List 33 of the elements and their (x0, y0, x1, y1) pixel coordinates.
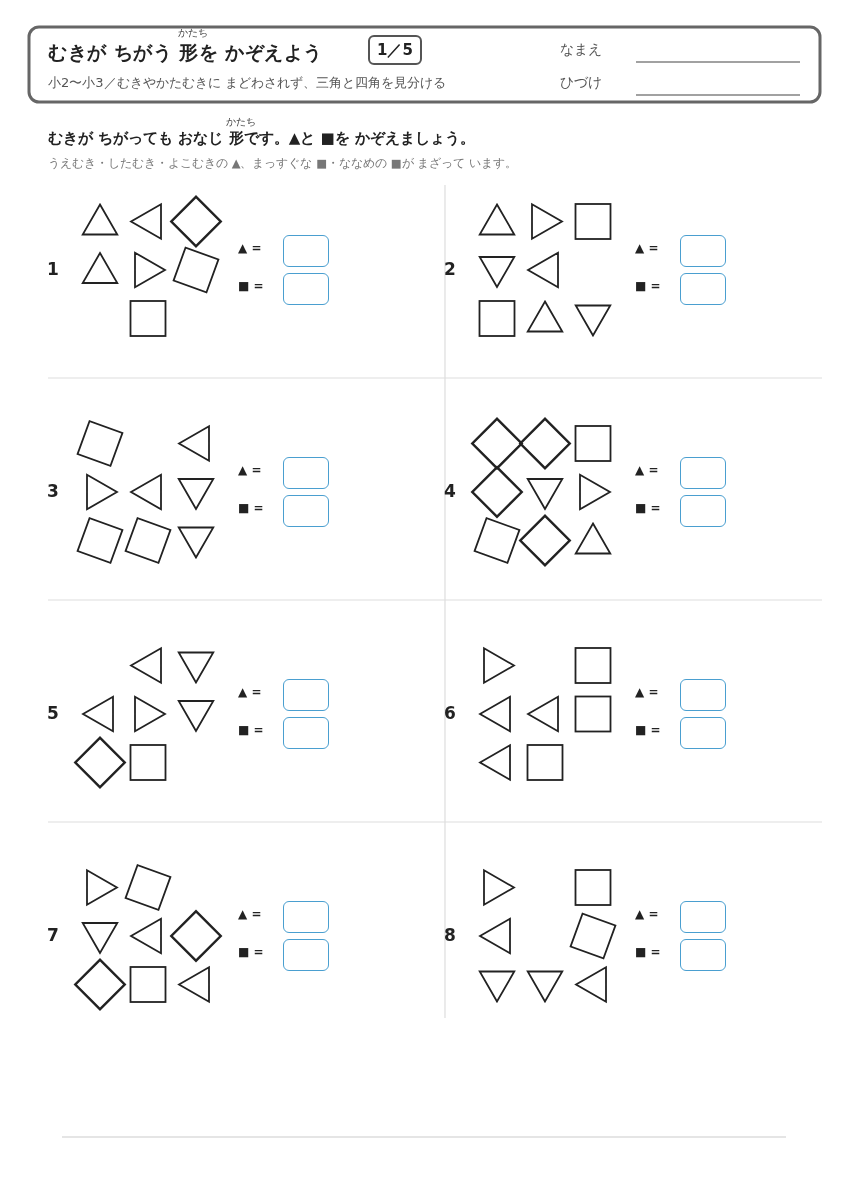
triangle-count-label: ▲ = (238, 463, 262, 477)
name-label: なまえ (560, 41, 602, 59)
problem-number: 6 (444, 703, 456, 723)
triangle-count-label: ▲ = (635, 241, 659, 255)
instruction-text: むきが ちがっても おなじ 形です。▲と ■を かぞえましょう。 (48, 129, 475, 148)
date-label: ひづけ (560, 74, 602, 92)
subtitle: 小2〜小3／むきやかたむきに まどわされず、三角と四角を見分ける (48, 74, 446, 92)
furigana: かたち (178, 26, 208, 40)
square-count-label: ■ = (635, 279, 661, 293)
problem-number: 2 (444, 259, 456, 279)
problem-number: 7 (47, 925, 59, 945)
triangle-count-label: ▲ = (635, 685, 659, 699)
problem-number: 3 (47, 481, 59, 501)
square-count-label: ■ = (635, 945, 661, 959)
triangle-count-label: ▲ = (238, 685, 262, 699)
worksheet-title: むきが ちがう 形を かぞえよう (48, 40, 323, 65)
instruction-note: うえむき・したむき・よこむきの ▲、まっすぐな ■・ななめの ■が まざって います。 (48, 156, 517, 171)
problem-number: 5 (47, 703, 59, 723)
problem-number: 1 (47, 259, 59, 279)
triangle-count-label: ▲ = (238, 241, 262, 255)
square-count-label: ■ = (635, 723, 661, 737)
furigana: かたち (226, 115, 256, 129)
square-count-label: ■ = (238, 279, 264, 293)
triangle-count-label: ▲ = (238, 907, 262, 921)
square-count-label: ■ = (238, 723, 264, 737)
problem-number: 8 (444, 925, 456, 945)
square-count-label: ■ = (238, 945, 264, 959)
triangle-count-label: ▲ = (635, 907, 659, 921)
problem-number: 4 (444, 481, 456, 501)
square-count-label: ■ = (238, 501, 264, 515)
page-number: 1／5 (368, 35, 422, 65)
triangle-count-label: ▲ = (635, 463, 659, 477)
square-count-label: ■ = (635, 501, 661, 515)
